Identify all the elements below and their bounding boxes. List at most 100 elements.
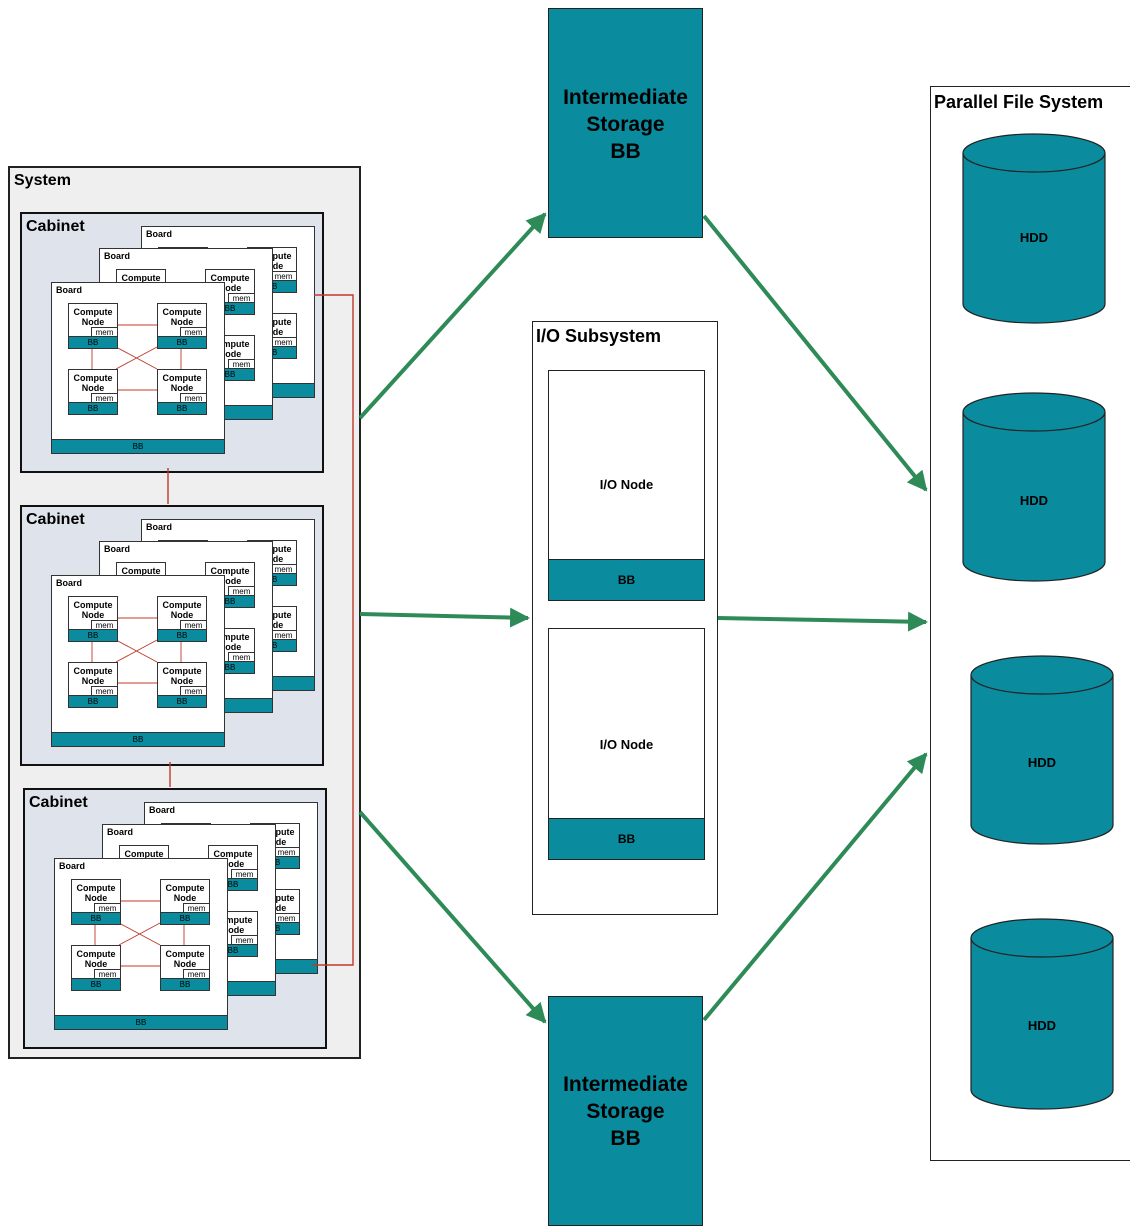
compute-node-bb: BB (161, 978, 209, 990)
compute-node-mem: mem (91, 393, 117, 403)
hdd-cylinder-2: HDD (962, 392, 1106, 582)
cabinet-title: Cabinet (29, 794, 88, 811)
compute-node-mem: mem (183, 969, 209, 979)
io-node-label: I/O Node (599, 477, 654, 492)
node-links (91, 617, 182, 684)
cabinet-title: Cabinet (26, 218, 85, 235)
compute-node-mem: mem (183, 903, 209, 913)
compute-node-bb: BB (69, 402, 117, 414)
cabinet-1: CabinetBoardBBComputeNodememBBComputeNod… (20, 212, 324, 473)
board-title: Board (104, 251, 131, 261)
compute-node-mem: mem (91, 686, 117, 696)
compute-node-bb: BB (72, 912, 120, 924)
parallel-file-system-title: Parallel File System (934, 92, 1104, 112)
arrow-system-to-io (359, 607, 530, 628)
system-container: System CabinetBoardBBComputeNodememBBCom… (8, 166, 361, 1059)
compute-node-bb: BB (69, 629, 117, 641)
arrow-storage-top-to-pfs (702, 214, 928, 492)
compute-node-mem: mem (228, 652, 254, 662)
cabinet-2: CabinetBoardBBComputeNodememBBComputeNod… (20, 505, 324, 766)
compute-node-mem: mem (180, 393, 206, 403)
compute-node-mem: mem (180, 620, 206, 630)
board-bb: BB (52, 439, 224, 453)
board-title: Board (107, 827, 134, 837)
board-title: Board (146, 522, 173, 532)
hdd-label: HDD (1020, 230, 1048, 245)
compute-node-mem: mem (91, 327, 117, 337)
hdd-cylinder-4: HDD (970, 918, 1114, 1110)
board-title: Board (59, 861, 86, 871)
io-node-label: I/O Node (599, 737, 654, 752)
compute-node-mem: mem (228, 293, 254, 303)
io-subsystem: I/O Subsystem I/O Node BB I/O Node BB (532, 321, 718, 915)
compute-node-mem: mem (94, 903, 120, 913)
cabinet-title: Cabinet (26, 511, 85, 528)
node-links (94, 900, 185, 967)
hdd-cylinder-1: HDD (962, 133, 1106, 324)
board-title: Board (104, 544, 131, 554)
board-title: Board (56, 578, 83, 588)
compute-node-mem: mem (228, 586, 254, 596)
hdd-cylinder-3: HDD (970, 655, 1114, 845)
node-links (91, 324, 182, 391)
board-title: Board (56, 285, 83, 295)
compute-node-mem: mem (231, 935, 257, 945)
compute-node-mem: mem (180, 327, 206, 337)
arrow-system-to-storage-top (358, 212, 547, 420)
compute-node-bb: BB (158, 629, 206, 641)
compute-node-bb: BB (158, 336, 206, 348)
io-node-2: I/O Node BB (548, 628, 705, 860)
compute-node-mem: mem (94, 969, 120, 979)
compute-node-bb: BB (158, 695, 206, 707)
arrow-io-to-pfs (717, 611, 928, 632)
compute-node-bb: BB (69, 336, 117, 348)
hdd-label: HDD (1028, 755, 1056, 770)
compute-node-mem: mem (228, 359, 254, 369)
compute-node-bb: BB (69, 695, 117, 707)
compute-node-bb: BB (72, 978, 120, 990)
system-title: System (14, 172, 71, 189)
board-title: Board (149, 805, 176, 815)
io-subsystem-title: I/O Subsystem (536, 326, 662, 346)
io-node-bb: BB (549, 559, 704, 600)
compute-node-bb: BB (161, 912, 209, 924)
arrow-system-to-storage-bottom (358, 810, 547, 1024)
hdd-label: HDD (1020, 493, 1048, 508)
